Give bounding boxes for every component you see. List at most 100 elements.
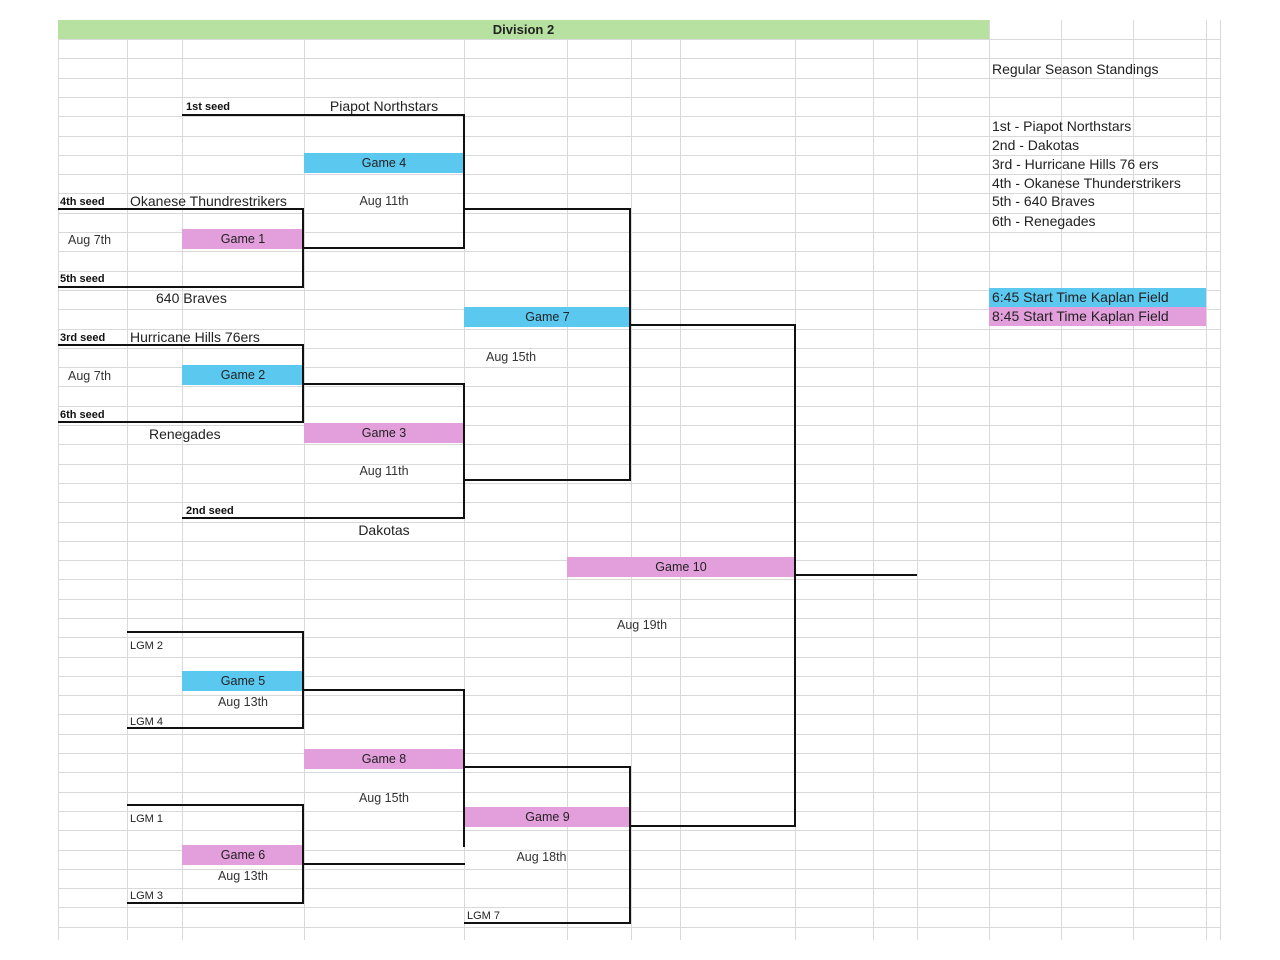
grid-row-line (58, 792, 1220, 793)
game-date: Aug 19th (617, 618, 668, 632)
bracket-line (463, 383, 465, 519)
bracket-line (629, 766, 631, 924)
bracket-line (182, 114, 465, 116)
game-7-box[interactable]: Game 7 (464, 307, 631, 327)
seed-label: 1st seed (186, 101, 231, 113)
game-6-box[interactable]: Game 6 (182, 845, 304, 865)
team-name: 640 Braves (156, 290, 227, 306)
bracket-line (304, 247, 465, 249)
bracket-line (302, 344, 304, 423)
grid-row-line (58, 541, 1220, 542)
grid-row-line (58, 309, 1220, 310)
seed-label: 4th seed (60, 196, 105, 208)
grid-row-line (58, 58, 1220, 59)
grid-row-line (58, 927, 1220, 928)
loser-label: LGM 2 (130, 640, 164, 652)
standings-heading: Regular Season Standings (992, 61, 1159, 77)
loser-label: LGM 3 (130, 890, 164, 902)
grid-row-line (58, 714, 1220, 715)
grid-row-line (58, 502, 1220, 503)
grid-row-line (58, 386, 1220, 387)
grid-row-line (58, 444, 1220, 445)
grid-row-line (58, 599, 1220, 600)
standings-item: 2nd - Dakotas (992, 137, 1080, 153)
bracket-line (464, 766, 631, 768)
bracket-line (464, 479, 631, 481)
grid-row-line (58, 271, 1220, 272)
game-date: Aug 11th (359, 464, 409, 478)
bracket-line (58, 208, 304, 210)
grid-row-line (58, 39, 1220, 40)
grid-row-line (58, 348, 1220, 349)
game-date: Aug 18th (516, 850, 567, 864)
bracket-line (304, 689, 465, 691)
team-name: Okanese Thundrestrikers (130, 193, 287, 209)
game-9-box[interactable]: Game 9 (464, 807, 631, 827)
grid-col-line (304, 20, 305, 940)
bracket-line (127, 902, 304, 904)
game-date: Aug 7th (68, 369, 112, 383)
bracket-line (302, 804, 304, 904)
grid-row-line (58, 869, 1220, 870)
grid-col-line (1133, 20, 1134, 940)
bracket-line (58, 421, 304, 423)
grid-row-line (58, 193, 1220, 194)
seed-label: 6th seed (60, 409, 105, 421)
bracket-line (127, 631, 304, 633)
game-10-box[interactable]: Game 10 (567, 557, 795, 577)
bracket-line (464, 922, 631, 924)
game-5-box[interactable]: Game 5 (182, 671, 304, 691)
game-date: Aug 15th (486, 350, 537, 364)
grid-col-line (631, 20, 632, 940)
loser-label: LGM 7 (467, 910, 501, 922)
loser-label: LGM 1 (130, 813, 164, 825)
game-8-box[interactable]: Game 8 (304, 749, 464, 769)
seed-label: 3rd seed (60, 332, 106, 344)
game-3-box[interactable]: Game 3 (304, 423, 464, 443)
bracket-line (58, 286, 304, 288)
grid-row-line (58, 522, 1220, 523)
grid-col-line (1220, 20, 1221, 940)
bracket-line (464, 208, 631, 210)
grid-row-line (58, 676, 1220, 677)
standings-item: 3rd - Hurricane Hills 76 ers (992, 156, 1159, 172)
game-1-box[interactable]: Game 1 (182, 229, 304, 249)
bracket-line (182, 517, 465, 519)
grid-row-line (58, 155, 1220, 156)
game-2-box[interactable]: Game 2 (182, 365, 304, 385)
seed-label: 2nd seed (186, 505, 234, 517)
legend-pink: 8:45 Start Time Kaplan Field (989, 307, 1206, 326)
bracket-line (463, 114, 465, 248)
grid-col-line (1206, 20, 1207, 940)
grid-row-line (58, 637, 1220, 638)
grid-row-line (58, 251, 1220, 252)
bracket-line (304, 383, 465, 385)
grid-col-line (680, 20, 681, 940)
bracket-line (795, 574, 917, 576)
game-date: Aug 13th (217, 869, 269, 883)
grid-row-line (58, 116, 1220, 117)
grid-row-line (58, 464, 1220, 465)
division-title: Division 2 (58, 20, 989, 39)
game-date: Aug 13th (217, 695, 269, 709)
bracket-line (631, 324, 796, 326)
grid-col-line (58, 20, 59, 940)
bracket-line (302, 208, 304, 288)
standings-item: 6th - Renegades (992, 213, 1096, 229)
game-date: Aug 15th (358, 791, 410, 805)
grid-row-line (58, 695, 1220, 696)
grid-row-line (58, 174, 1220, 175)
game-4-box[interactable]: Game 4 (304, 153, 464, 173)
grid-row-line (58, 329, 1220, 330)
grid-row-line (58, 850, 1220, 851)
standings-item: 1st - Piapot Northstars (992, 118, 1132, 134)
bracket-line (127, 727, 304, 729)
seed-label: 5th seed (60, 273, 105, 285)
grid-row-line (58, 136, 1220, 137)
grid-row-line (58, 78, 1220, 79)
bracket-line (629, 208, 631, 480)
grid-row-line (58, 907, 1220, 908)
game-date: Aug 7th (68, 233, 112, 247)
legend-blue: 6:45 Start Time Kaplan Field (989, 288, 1206, 307)
bracket-line (127, 804, 304, 806)
